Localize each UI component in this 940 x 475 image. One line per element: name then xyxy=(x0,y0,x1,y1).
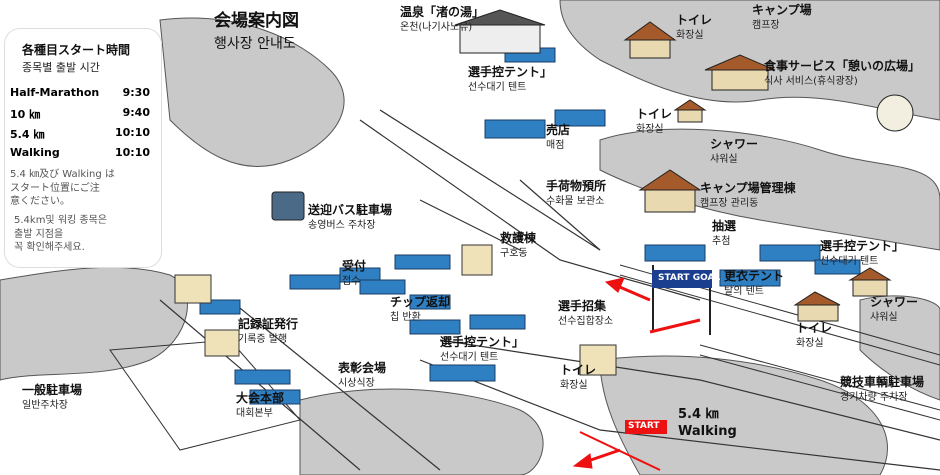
hq-label-ko: 대회본부 xyxy=(236,408,273,419)
awards-label: 表彰会場 xyxy=(338,361,387,375)
hq-label: 大会本部 xyxy=(236,391,285,405)
waiting-tent-low-label-ko: 선수대기 텐트 xyxy=(440,352,499,363)
shower-right-label: シャワー xyxy=(870,295,919,309)
lottery-label: 抽選 xyxy=(712,219,737,233)
food-service-label-ko: 식사 서비스(휴식광장) xyxy=(764,76,858,87)
assembly-label: 選手招集 xyxy=(558,299,607,313)
waiting-tent-low-label: 選手控テント」 xyxy=(440,335,525,349)
camp-office-label: キャンプ場管理棟 xyxy=(700,181,796,195)
changing-tent-label: 更衣テント xyxy=(724,269,785,283)
waiting-tent-top-label: 選手控テント」 xyxy=(468,65,553,79)
toilet-low-label: トイレ xyxy=(560,363,597,377)
camp-office-label-ko: 캠프장 관리동 xyxy=(700,198,759,209)
chip-return-label-ko: 칩 반환 xyxy=(390,312,421,323)
lottery-label-ko: 추첨 xyxy=(712,236,731,247)
bus-parking-label: 送迎バス駐車場 xyxy=(308,203,393,217)
toilet-right-label-ko: 화장실 xyxy=(796,338,824,349)
toilet-mid-label-ko: 화장실 xyxy=(636,124,664,135)
start-sign: START xyxy=(628,421,660,431)
toilet-top-label: トイレ xyxy=(676,13,713,27)
athlete-parking-label: 競技車輌駐車場 xyxy=(840,375,925,389)
assembly-label-ko: 선수집합장소 xyxy=(558,316,614,327)
general-parking-label: 一般駐車場 xyxy=(22,383,83,397)
bus-parking-label-ko: 송영버스 주차장 xyxy=(308,220,376,231)
reception-label-ko: 접수 xyxy=(342,276,361,287)
baggage-label-ko: 수화물 보관소 xyxy=(546,196,605,207)
chip-return-label: チップ返却 xyxy=(390,295,451,309)
baggage-label: 手荷物預所 xyxy=(546,179,607,193)
schedule-note-jp: 5.4 ㎞及び Walking はスタート位置にご注意ください。 xyxy=(10,169,115,207)
shop-label: 売店 xyxy=(546,123,571,137)
changing-tent-label-ko: 탈의 텐트 xyxy=(724,286,764,297)
waiting-tent-right-label: 選手控テント」 xyxy=(820,239,905,253)
awards-label-ko: 시상식장 xyxy=(338,378,375,389)
toilet-mid-label: トイレ xyxy=(636,107,673,121)
schedule-heading-ko: 종목별 출발 시간 xyxy=(22,61,100,74)
onsen-label: 温泉「渚の湯」 xyxy=(400,5,485,19)
onsen-label-ko: 온천(나기사노유) xyxy=(400,22,473,33)
shower-top-label-ko: 샤워실 xyxy=(710,154,738,165)
shower-right-label-ko: 샤워실 xyxy=(870,312,898,323)
toilet-low-label-ko: 화장실 xyxy=(560,380,588,391)
toilet-top-label-ko: 화장실 xyxy=(676,30,704,41)
athlete-parking-label-ko: 경기차량 주차장 xyxy=(840,392,908,403)
toilet-right-label: トイレ xyxy=(796,321,833,335)
shower-top-label: シャワー xyxy=(710,137,759,151)
start-distance-label: 5.4 ㎞ xyxy=(678,407,719,422)
camp-label-ko: 캠프장 xyxy=(752,20,780,31)
food-service-label: 食事サービス「憩いの広場」 xyxy=(764,59,921,73)
start-arch-banner: START GOAL xyxy=(658,273,721,283)
record-label-ko: 기록증 발행 xyxy=(238,334,288,345)
schedule-heading-jp: 各種目スタート時間 xyxy=(22,43,131,57)
map-title-jp: 会場案内図 xyxy=(214,11,299,31)
record-label: 記録証発行 xyxy=(238,317,299,331)
shop-label-ko: 매점 xyxy=(546,140,565,151)
first-aid-label-ko: 구호동 xyxy=(500,248,528,259)
start-walking-label: Walking xyxy=(678,424,737,439)
map-title-ko: 행사장 안내도 xyxy=(214,36,296,52)
general-parking-label-ko: 일반주차장 xyxy=(22,400,68,411)
camp-label: キャンプ場 xyxy=(752,3,812,17)
waiting-tent-right-label-ko: 선수대기 텐트 xyxy=(820,256,879,267)
first-aid-label: 救護棟 xyxy=(500,231,537,245)
waiting-tent-top-label-ko: 선수대기 텐트 xyxy=(468,82,527,93)
reception-label: 受付 xyxy=(342,259,367,273)
